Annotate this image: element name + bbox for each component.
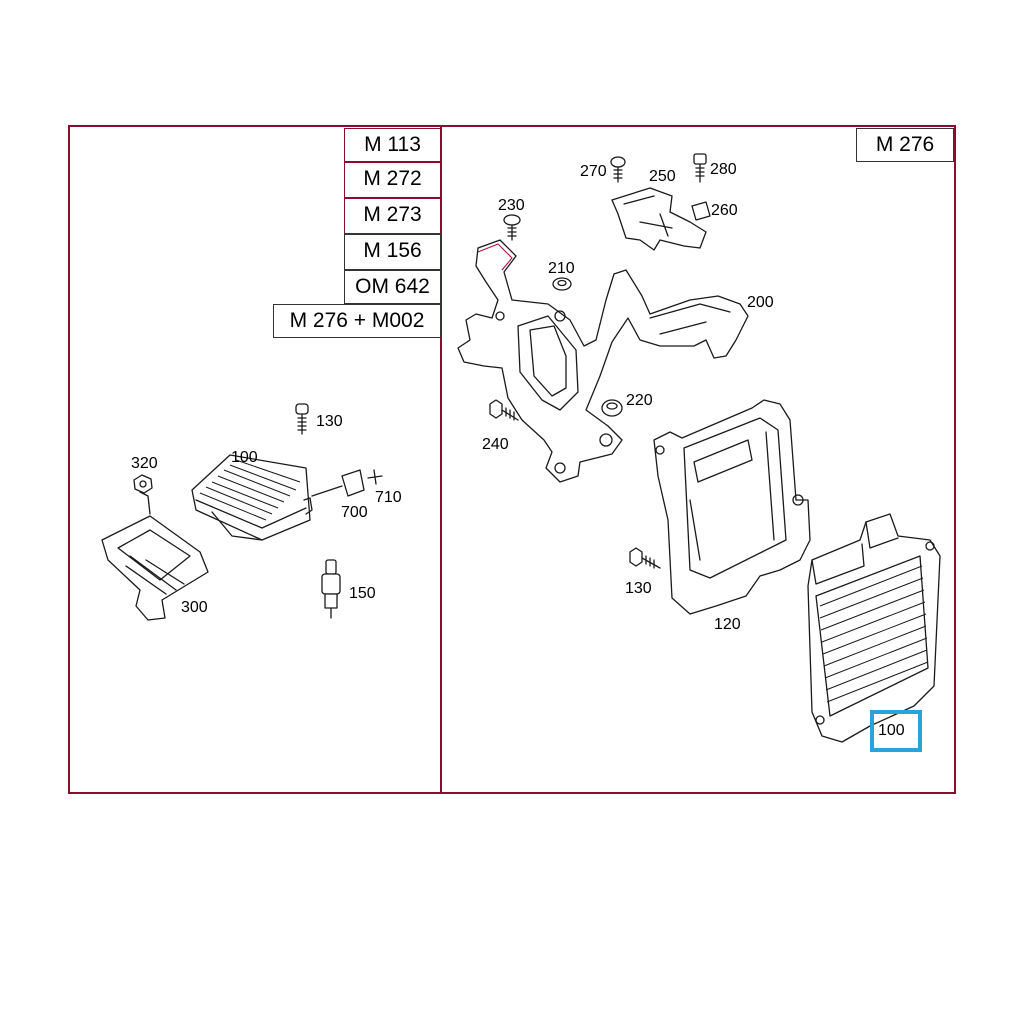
bolt-130-left-drawing [295, 403, 309, 435]
callout-300[interactable]: 300 [181, 599, 208, 616]
callout-700[interactable]: 700 [341, 504, 368, 521]
sensor-150-drawing [321, 559, 341, 619]
housing-120-drawing [653, 399, 811, 615]
bracket-250-drawing [611, 187, 707, 251]
engine-label-m113[interactable]: M 113 [344, 128, 441, 162]
callout-220[interactable]: 220 [626, 392, 653, 409]
engine-label-om642[interactable]: OM 642 [344, 270, 441, 304]
bracket-200-drawing [457, 239, 749, 483]
engine-label-m276[interactable]: M 276 [856, 128, 954, 162]
grommet-220-drawing [601, 399, 623, 417]
callout-210[interactable]: 210 [548, 260, 575, 277]
bolt-280-drawing [693, 153, 707, 183]
callout-240[interactable]: 240 [482, 436, 509, 453]
engine-label-m156[interactable]: M 156 [344, 234, 441, 270]
panel-divider [440, 126, 442, 794]
highlighted-callout-100[interactable]: 100 [870, 710, 922, 752]
bolt-270-drawing [610, 156, 626, 183]
callout-260[interactable]: 260 [711, 202, 738, 219]
bracket-300-drawing [101, 491, 209, 621]
nut-320-drawing [133, 474, 153, 494]
grommet-210-drawing [552, 277, 572, 291]
bolt-130-right-drawing [629, 547, 661, 569]
callout-280[interactable]: 280 [710, 161, 737, 178]
bolt-230-drawing [503, 214, 521, 241]
callout-230[interactable]: 230 [498, 197, 525, 214]
engine-label-m273[interactable]: M 273 [344, 198, 441, 234]
highlighted-callout-label: 100 [878, 722, 905, 739]
callout-710[interactable]: 710 [375, 489, 402, 506]
clip-260-drawing [691, 201, 711, 221]
ecu-100-right-drawing [807, 513, 941, 743]
engine-label-m272[interactable]: M 272 [344, 162, 441, 198]
callout-130-left[interactable]: 130 [316, 413, 343, 430]
callout-200[interactable]: 200 [747, 294, 774, 311]
callout-320[interactable]: 320 [131, 455, 158, 472]
connector-700-drawing [311, 469, 383, 497]
callout-150[interactable]: 150 [349, 585, 376, 602]
engine-label-m276-m002[interactable]: M 276 + M002 [273, 304, 441, 338]
callout-270[interactable]: 270 [580, 163, 607, 180]
callout-100-left[interactable]: 100 [231, 449, 258, 466]
callout-120[interactable]: 120 [714, 616, 741, 633]
diagram-frame [68, 125, 956, 794]
ecu-100-left-drawing [191, 454, 313, 541]
callout-250[interactable]: 250 [649, 168, 676, 185]
callout-130-right[interactable]: 130 [625, 580, 652, 597]
bolt-240-drawing [489, 399, 519, 421]
